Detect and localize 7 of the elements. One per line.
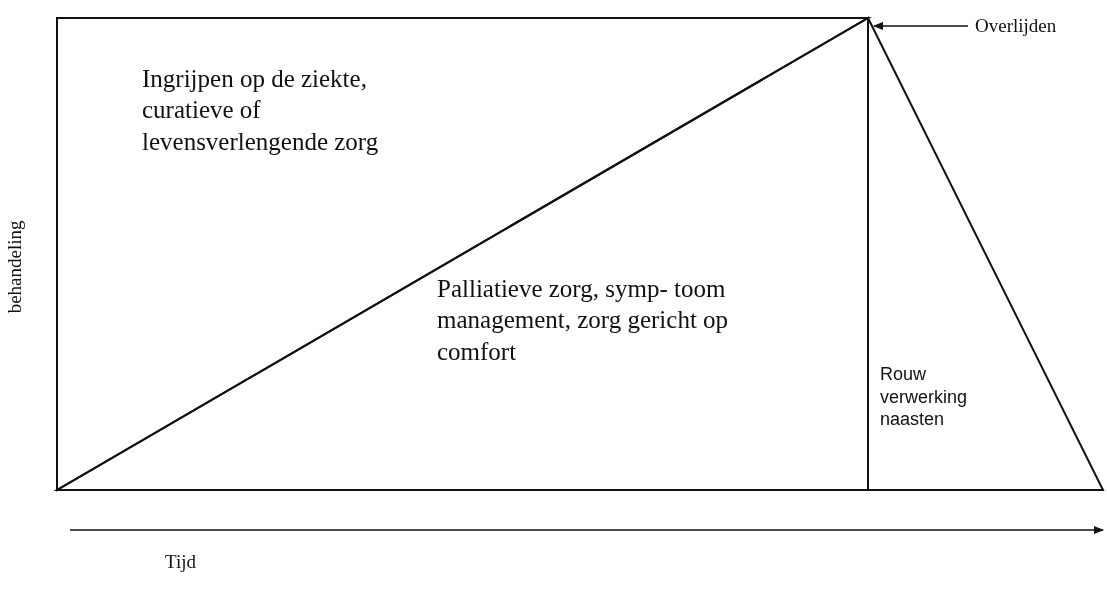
- event-label: Overlijden: [975, 14, 1057, 38]
- arrow: [873, 21, 969, 30]
- axis-label: Tijd: [165, 550, 196, 574]
- area-text: Ingrijpen op de ziekte, curatieve of levensverlengende zorg: [142, 64, 380, 157]
- area-text: Rouw verwerking naasten: [880, 363, 969, 431]
- area-text: Palliatieve zorg, symp- toom management, zorg gericht op comfort: [437, 274, 730, 367]
- axis-label: behandeling: [3, 219, 27, 316]
